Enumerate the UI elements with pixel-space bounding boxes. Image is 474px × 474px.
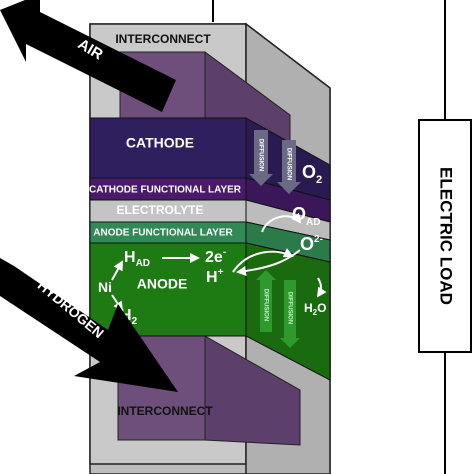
interconnect-top-label: INTERCONNECT xyxy=(115,32,211,46)
diffusion-arrow-right: DIFFUSION xyxy=(277,140,301,194)
diffusion-label-anode-left: DIFFUSION xyxy=(262,289,268,321)
species-ni: Ni xyxy=(98,279,112,295)
electric-load-box: ELECTRIC LOAD xyxy=(418,119,472,353)
diffusion-arrow-anode-left: DIFFUSION xyxy=(256,270,276,332)
electric-load-label: ELECTRIC LOAD xyxy=(437,167,456,305)
oxide-ion-arrow xyxy=(236,249,301,276)
interconnect-bottom-label: INTERCONNECT xyxy=(117,404,213,418)
ni-to-had-arrow xyxy=(111,260,123,281)
diffusion-arrow-anode-right: DIFFUSION xyxy=(280,280,300,348)
species-h2o: H2O xyxy=(304,301,326,317)
species-h-plus: H+ xyxy=(206,267,224,286)
cathode-layer xyxy=(89,117,247,179)
oxygen-reduction-arrow xyxy=(261,212,302,233)
diffusion-label-anode-right: DIFFUSION xyxy=(286,292,292,324)
species-o-ad: OAD xyxy=(292,204,320,228)
fuel-channel-side xyxy=(204,335,301,446)
diffusion-arrow-left: DIFFUSION xyxy=(249,130,273,186)
anode-functional-layer-label: ANODE FUNCTIONAL LAYER xyxy=(93,228,233,239)
species-o2-minus: O2- xyxy=(300,234,323,254)
cathode-functional-layer-label: CATHODE FUNCTIONAL LAYER xyxy=(89,185,242,196)
diffusion-label-right: DIFFUSION xyxy=(285,148,291,180)
species-h-ad: HAD xyxy=(124,249,150,269)
water-arrow xyxy=(316,277,327,298)
diffusion-label-left: DIFFUSION xyxy=(257,139,263,171)
species-o2: O2 xyxy=(302,162,322,186)
electrolyte-label: ELECTROLYTE xyxy=(117,203,204,217)
species-2e: 2e- xyxy=(205,247,226,266)
anode-label: ANODE xyxy=(137,276,188,292)
cathode-label: CATHODE xyxy=(126,135,194,151)
